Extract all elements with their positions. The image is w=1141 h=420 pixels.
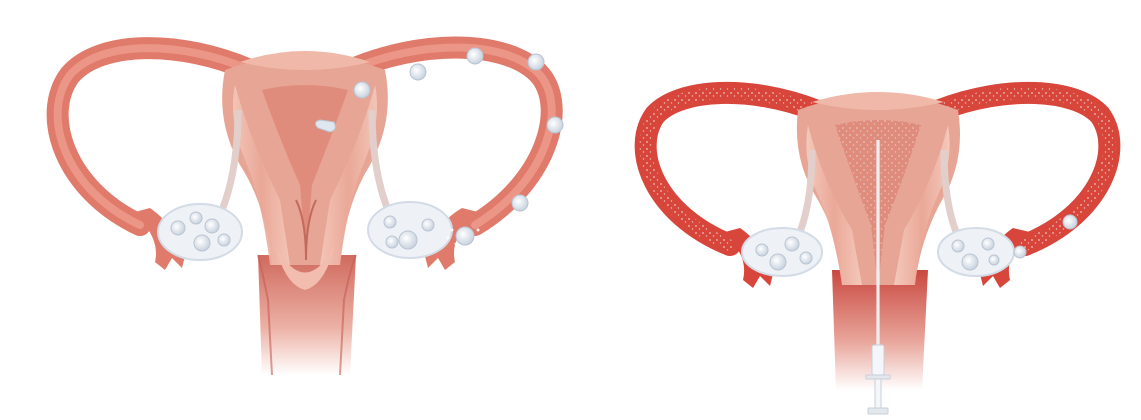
ovary-right bbox=[938, 228, 1014, 276]
ovary-right bbox=[368, 202, 452, 258]
natural-fertilization-panel bbox=[0, 0, 610, 420]
ovary-left bbox=[158, 204, 242, 260]
uterus-illustration-right bbox=[610, 0, 1141, 420]
uterus-illustration-left bbox=[0, 0, 610, 420]
ovary-left bbox=[742, 228, 822, 276]
insemination-panel bbox=[610, 0, 1141, 420]
